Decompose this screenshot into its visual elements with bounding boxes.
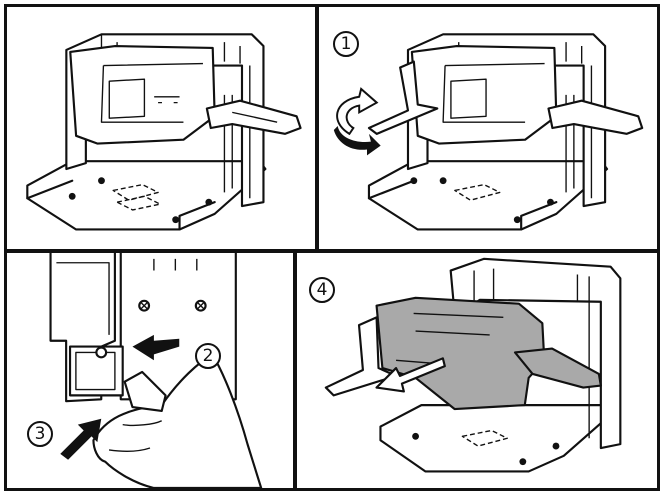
panel-initial-state <box>4 4 318 252</box>
push-arrow-icon <box>60 334 180 460</box>
latch-closeup-drawing <box>49 253 263 488</box>
bracket-assembly-drawing <box>367 33 644 231</box>
step-number-3: 3 <box>27 421 53 447</box>
step-number-1: 1 <box>333 31 359 57</box>
panel-step-1: 1 <box>316 4 660 252</box>
bracket-assembly-drawing <box>26 33 302 231</box>
step-number-4: 4 <box>309 277 335 303</box>
step-number-2: 2 <box>195 343 221 369</box>
rotate-arrow-icon <box>333 87 381 156</box>
panel-step-2-3: 2 3 <box>4 250 296 491</box>
panel-step-4: 4 <box>294 250 660 491</box>
module-removal-drawing <box>324 257 622 473</box>
pull-arrow-icon <box>375 357 446 393</box>
